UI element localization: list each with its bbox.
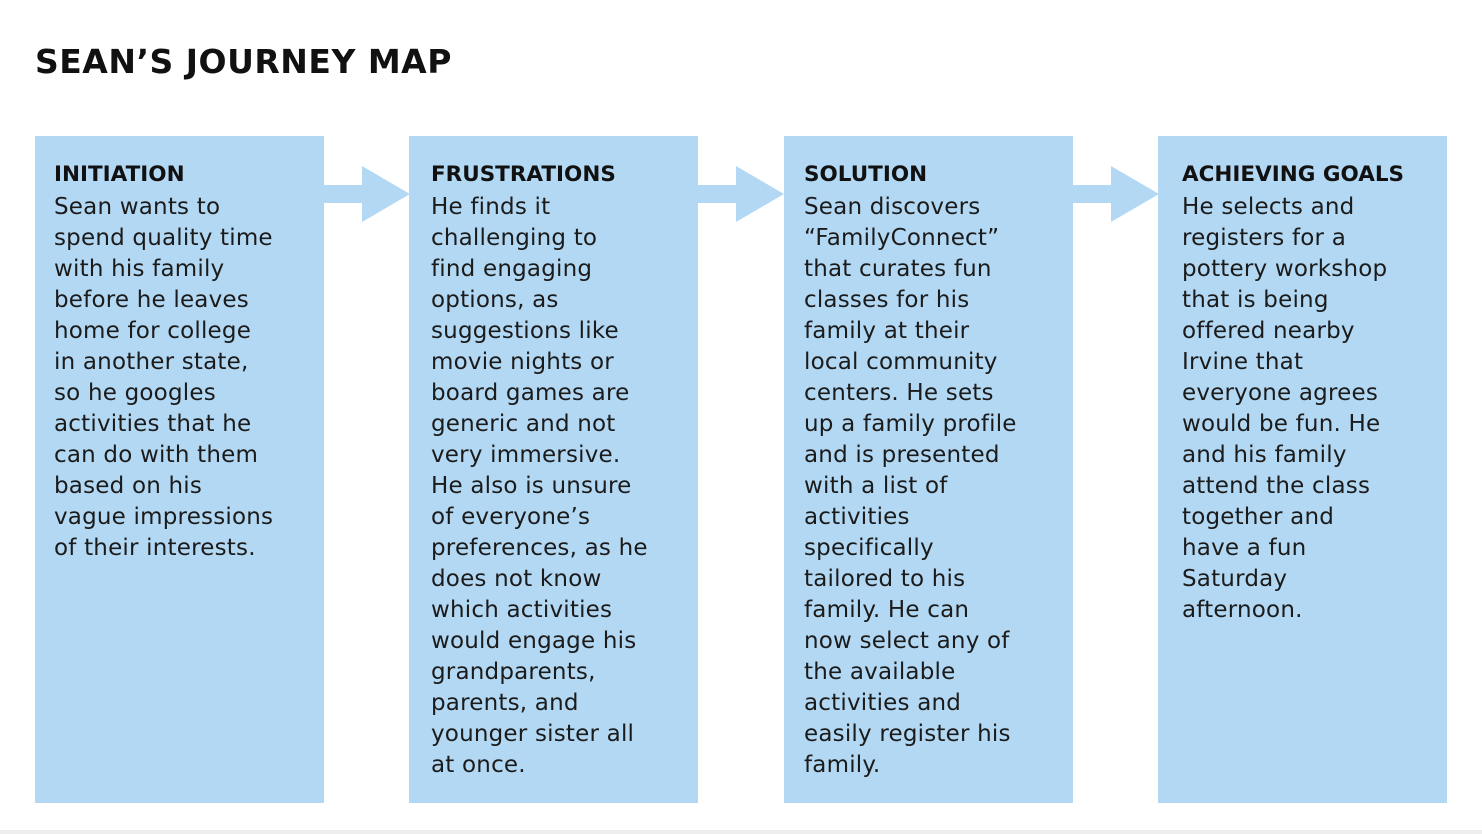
- stage-heading: SOLUTION: [804, 162, 928, 187]
- arrow-right-icon: [324, 166, 410, 222]
- stage-description: He finds it challenging to find engaging…: [431, 194, 648, 778]
- stage-description: He selects and registers for a pottery w…: [1182, 194, 1388, 623]
- arrow-right-icon: [1073, 166, 1159, 222]
- stage-description: Sean discovers “FamilyConnect” that cura…: [804, 194, 1017, 778]
- stage-card-initiation: INITIATION Sean wants to spend quality t…: [35, 136, 324, 803]
- stage-heading: INITIATION: [54, 162, 185, 187]
- arrow-right-icon: [698, 166, 784, 222]
- stage-heading: ACHIEVING GOALS: [1182, 162, 1405, 187]
- stage-card-solution: SOLUTION Sean discovers “FamilyConnect” …: [784, 136, 1073, 803]
- stage-card-achieving-goals: ACHIEVING GOALS He selects and registers…: [1158, 136, 1447, 803]
- stage-heading: FRUSTRATIONS: [431, 162, 616, 187]
- stage-card-frustrations: FRUSTRATIONS He finds it challenging to …: [409, 136, 698, 803]
- page-title: SEAN’S JOURNEY MAP: [35, 42, 452, 81]
- slide-bottom-edge: [0, 830, 1482, 834]
- stage-description: Sean wants to spend quality time with hi…: [54, 194, 274, 561]
